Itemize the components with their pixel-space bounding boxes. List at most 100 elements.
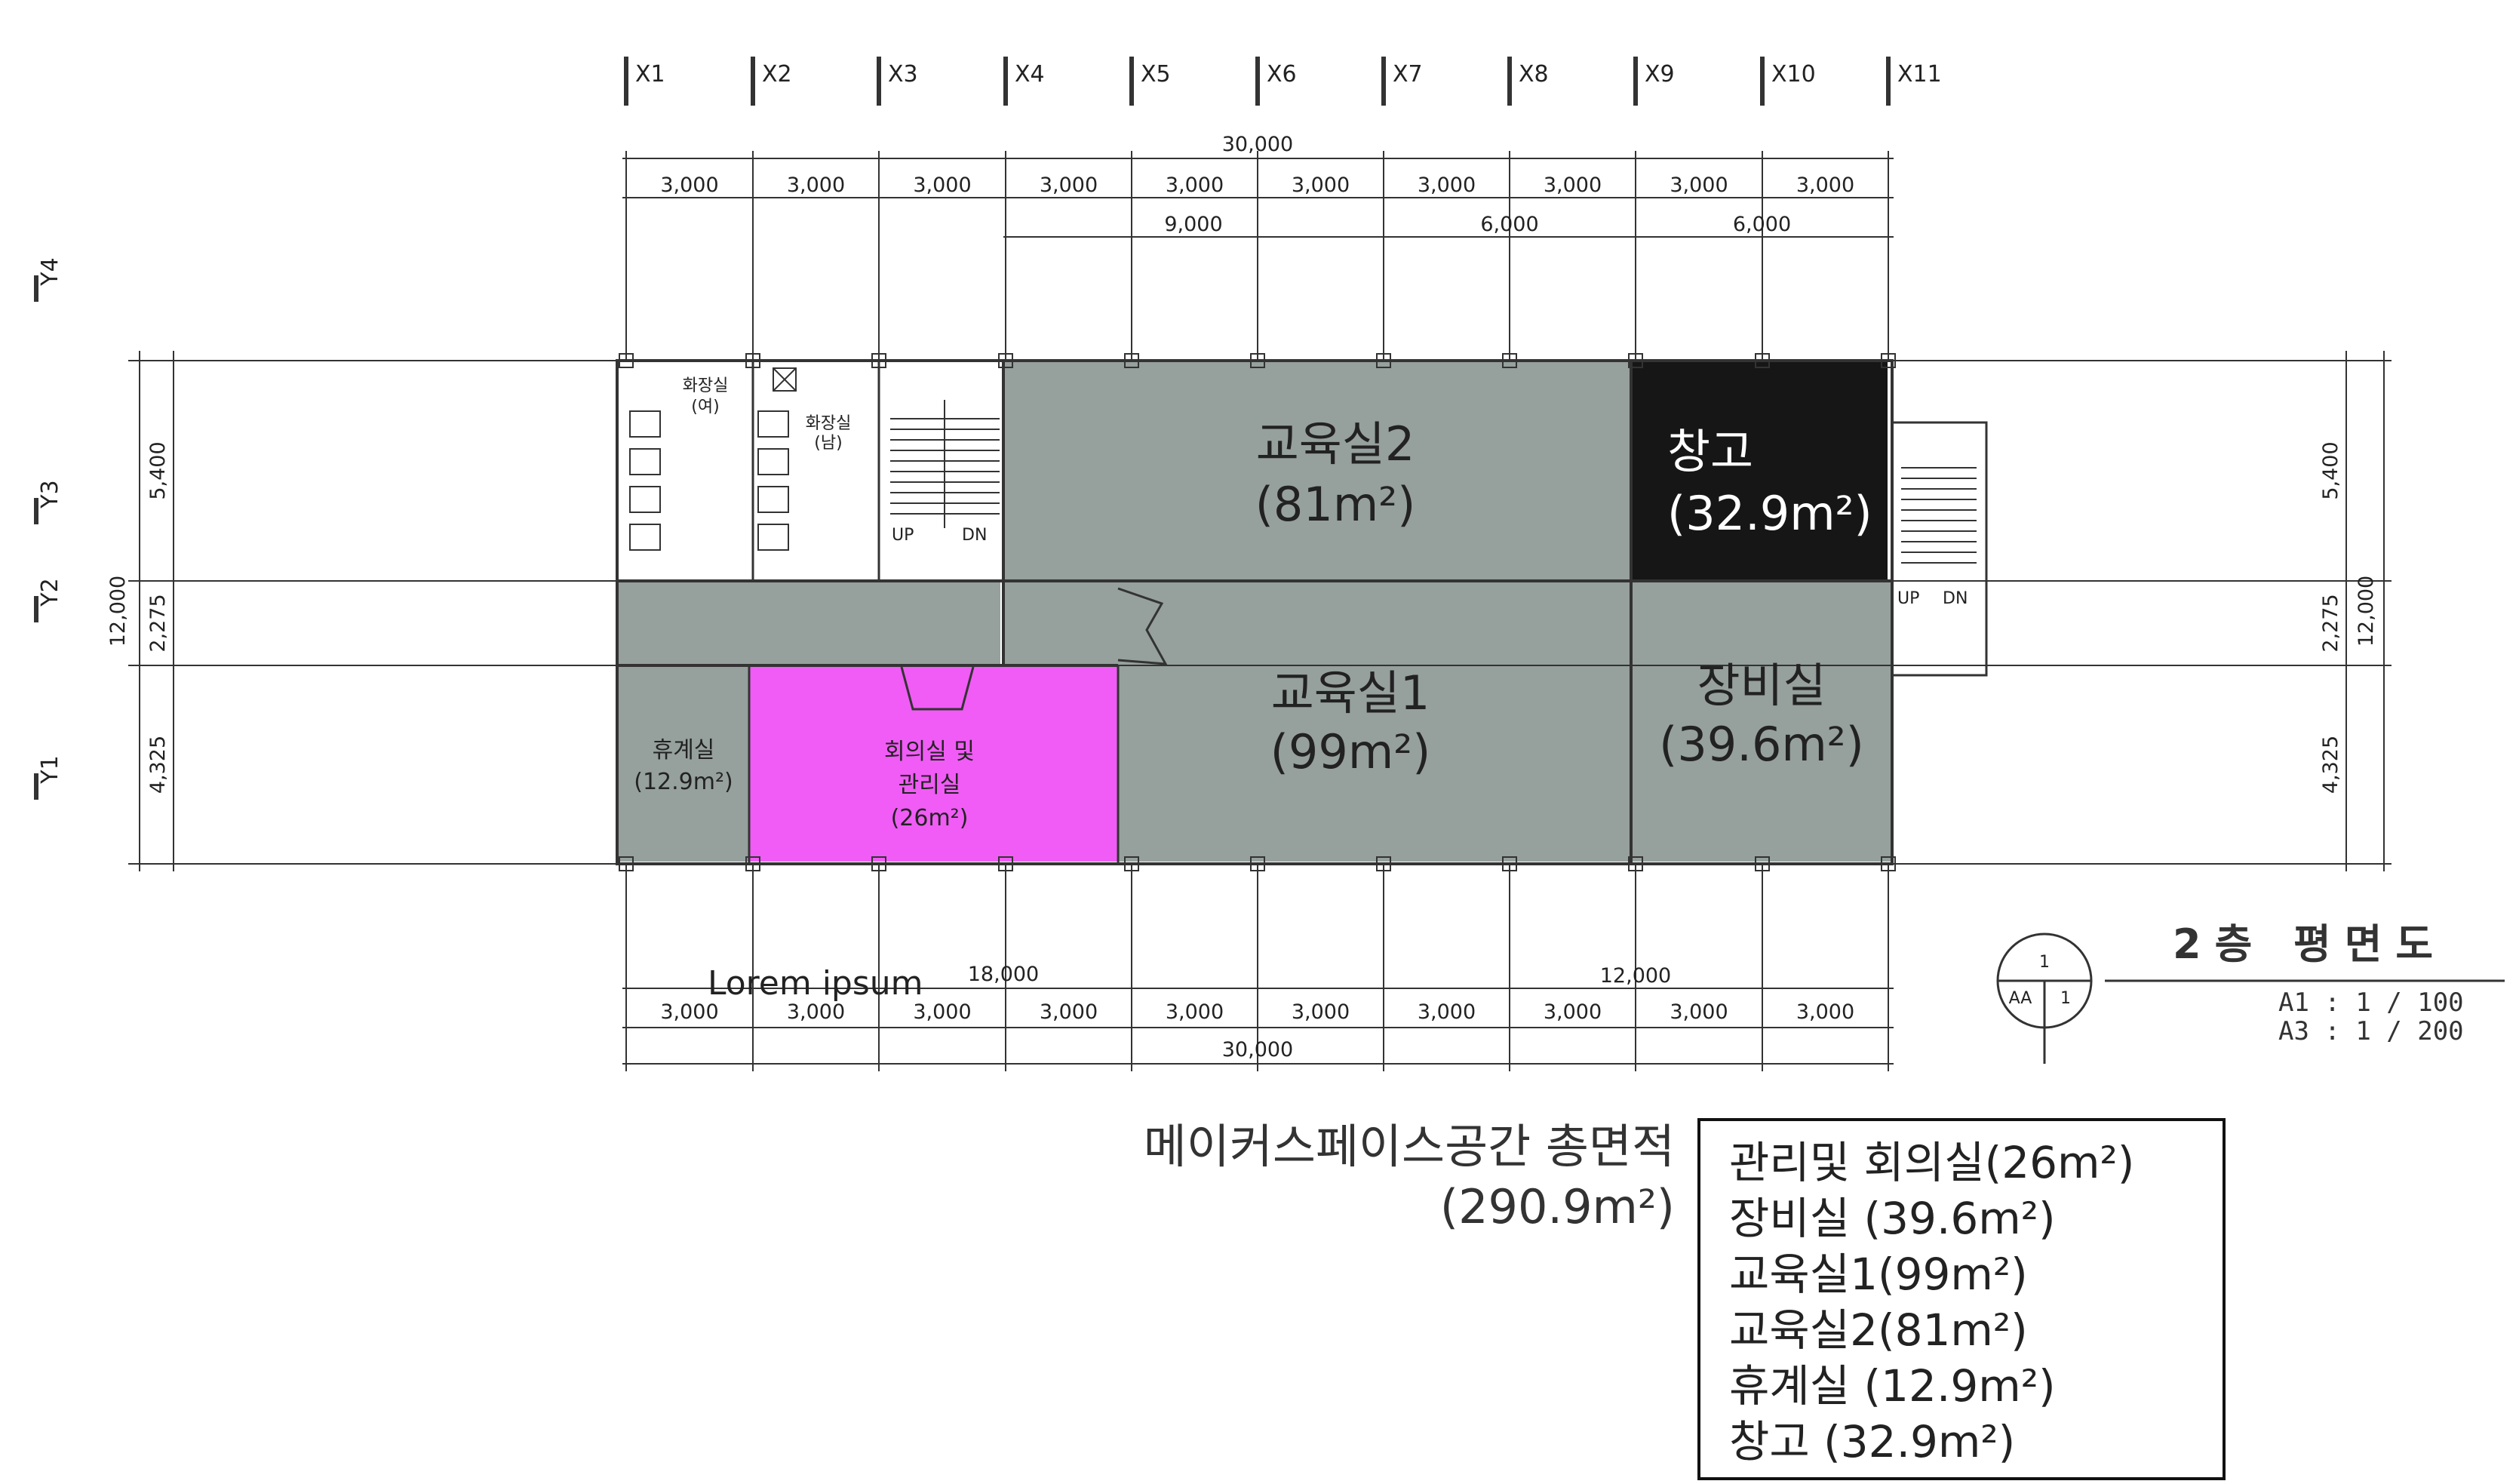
dim-right-part-text: 2,275 <box>2319 594 2342 652</box>
meeting-line2: 관리실 <box>899 772 961 798</box>
grid-label-y: Y2 <box>37 578 63 607</box>
grid-label-x: X8 <box>1519 61 1549 88</box>
legend-item-lounge: 휴계실 (12.9m²) <box>1729 1360 2056 1412</box>
scale-a3: A3 : 1 / 200 <box>2278 1016 2464 1046</box>
legend-item-meeting: 관리및 회의실(26m²) <box>1729 1137 2135 1188</box>
legend-item-classroom1: 교육실1(99m²) <box>1729 1249 2028 1300</box>
dim-bottom-total-text: 30,000 <box>1222 1038 1293 1062</box>
scale-a1: A1 : 1 / 100 <box>2278 988 2464 1018</box>
dim-top-group-text: 6,000 <box>1733 213 1791 236</box>
grid-label-x: X7 <box>1393 61 1423 88</box>
dim-right-part-text: 5,400 <box>2319 441 2342 499</box>
stair2-up-label: UP <box>1897 589 1919 608</box>
grid-label-x: X1 <box>635 61 665 88</box>
dim-left-part-text: 4,325 <box>146 736 170 794</box>
toilet-fixture <box>757 524 789 551</box>
dim-right-part-text: 4,325 <box>2319 736 2342 794</box>
grid-label-x: X4 <box>1015 61 1045 88</box>
lounge-name: 휴계실 <box>653 737 715 764</box>
dim-bottom-bay-text: 3,000 <box>660 1000 718 1024</box>
dim-top-bay-text: 3,000 <box>1166 174 1224 197</box>
dim-top-bay-text: 3,000 <box>913 174 971 197</box>
dim-top-bay-text: 3,000 <box>1796 174 1854 197</box>
grid-label-x: X3 <box>888 61 918 88</box>
toilet-fixture <box>629 448 661 475</box>
room-lounge[interactable] <box>617 667 749 862</box>
section-mark-left: AA <box>2009 989 2032 1008</box>
dim-bottom-bay-text: 3,000 <box>1166 1000 1224 1024</box>
legend-item-storage: 창고 (32.9m²) <box>1729 1416 2016 1467</box>
corridor-center <box>1003 582 1124 664</box>
classroom2-area: (81m²) <box>1255 477 1416 532</box>
dim-bottom-bay-text: 3,000 <box>913 1000 971 1024</box>
classroom2-name: 교육실2 <box>1256 416 1415 472</box>
dim-top-bay-text: 3,000 <box>660 174 718 197</box>
corridor <box>617 582 1000 664</box>
dim-bottom-group-text: 12,000 <box>1600 964 1671 988</box>
drawing-title: 2층 평면도 <box>2173 920 2447 968</box>
classroom1-area: (99m²) <box>1270 724 1431 779</box>
toilet-fixture <box>757 448 789 475</box>
grid-label-x: X2 <box>762 61 792 88</box>
dim-bottom-group-text: 18,000 <box>968 963 1039 986</box>
stair2-down-label: DN <box>1943 589 1968 608</box>
section-mark-top: 1 <box>2039 953 2050 972</box>
dim-bottom-bay-text: 3,000 <box>1292 1000 1350 1024</box>
storage-area: (32.9m²) <box>1667 486 1872 541</box>
grid-label-x: X5 <box>1141 61 1171 88</box>
stair-up-label: UP <box>892 526 914 545</box>
toilet-women-line2: (여) <box>691 398 719 416</box>
meeting-line1: 회의실 및 <box>884 739 975 765</box>
toilet-fixture <box>629 486 661 513</box>
dim-bottom-bay-text: 3,000 <box>1544 1000 1602 1024</box>
toilet-fixture <box>629 524 661 551</box>
room-classroom2[interactable] <box>1003 361 1630 581</box>
legend-item-classroom2: 교육실2(81m²) <box>1729 1304 2028 1356</box>
toilet-fixture <box>757 410 789 438</box>
room-equipment[interactable] <box>1631 582 1892 862</box>
grid-label-y: Y3 <box>37 480 63 508</box>
dim-left-part-text: 2,275 <box>146 594 170 652</box>
room-classroom1[interactable] <box>1118 582 1630 862</box>
grid-label-x: X11 <box>1897 61 1942 88</box>
door-swing <box>1117 587 1168 665</box>
room-storage[interactable] <box>1631 361 1888 581</box>
dim-top-group-text: 9,000 <box>1164 213 1222 236</box>
grid-label-x: X6 <box>1267 61 1297 88</box>
legend-item-equipment: 장비실 (39.6m²) <box>1729 1193 2056 1244</box>
dim-top-bay-text: 3,000 <box>1040 174 1098 197</box>
dim-top-bay-text: 3,000 <box>787 174 845 197</box>
meeting-area: (26m²) <box>891 805 969 831</box>
toilet-women-line1: 화장실 <box>683 376 729 395</box>
dim-top-bay-text: 3,000 <box>1544 174 1602 197</box>
dim-left-part-text: 5,400 <box>146 441 170 499</box>
dim-top-total-text: 30,000 <box>1222 133 1293 156</box>
lorem-annotation: Lorem ipsum <box>708 964 923 1003</box>
dim-top-bay-text: 3,000 <box>1292 174 1350 197</box>
toilet-men-line2: (남) <box>814 434 842 453</box>
room-meeting[interactable] <box>749 667 1117 862</box>
door-swing <box>900 666 975 711</box>
total-area-label: 메이커스페이스공간 총면적 <box>1143 1119 1675 1174</box>
dim-bottom-bay-text: 3,000 <box>1670 1000 1728 1024</box>
duct-box <box>773 367 797 392</box>
equipment-area: (39.6m²) <box>1659 717 1864 772</box>
stair-enclosure <box>1891 421 1988 677</box>
grid-label-x: X10 <box>1771 61 1816 88</box>
dim-top-bay-text: 3,000 <box>1670 174 1728 197</box>
dim-left-total-text: 12,000 <box>106 576 130 647</box>
grid-label-y: Y1 <box>37 755 63 784</box>
equipment-name: 장비실 <box>1697 658 1826 713</box>
grid-label-y: Y4 <box>37 257 63 286</box>
section-mark-right: 1 <box>2060 989 2071 1008</box>
dim-bottom-bay-text: 3,000 <box>1418 1000 1476 1024</box>
dim-bottom-bay-text: 3,000 <box>787 1000 845 1024</box>
total-area: 메이커스페이스공간 총면적 (290.9m²) <box>1034 1117 1675 1237</box>
dim-top-bay-text: 3,000 <box>1418 174 1476 197</box>
toilet-men-line1: 화장실 <box>806 414 852 433</box>
dim-top-group-text: 6,000 <box>1480 213 1538 236</box>
classroom1-name: 교육실1 <box>1271 665 1430 720</box>
grid-label-x: X9 <box>1645 61 1675 88</box>
